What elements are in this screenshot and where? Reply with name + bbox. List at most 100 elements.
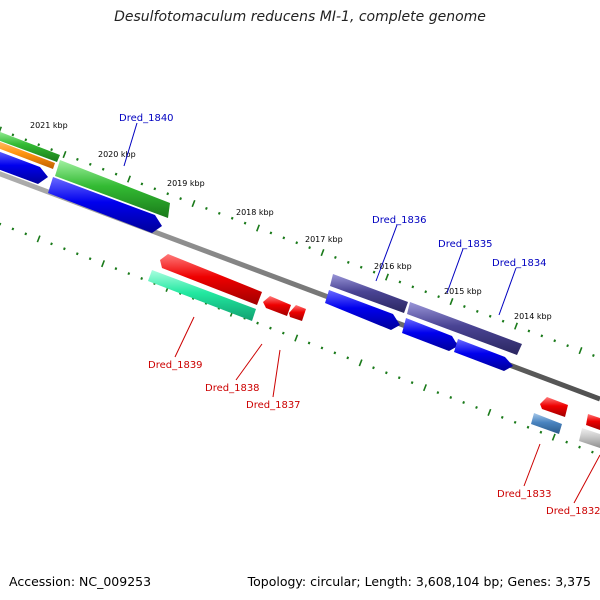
minor-tick bbox=[488, 314, 492, 318]
minor-tick bbox=[527, 329, 531, 333]
minor-tick bbox=[463, 304, 466, 308]
major-tick bbox=[127, 175, 131, 183]
gene-dred-1832-red[interactable] bbox=[586, 414, 600, 430]
gene-dred-1833[interactable] bbox=[531, 413, 562, 434]
minor-tick bbox=[256, 321, 259, 325]
gene-green-partial[interactable] bbox=[0, 130, 60, 162]
minor-tick bbox=[101, 167, 105, 171]
minor-tick bbox=[592, 354, 595, 357]
kbp-label: 2017 kbp bbox=[305, 235, 343, 244]
gene-dred-1833-red[interactable] bbox=[540, 397, 568, 417]
major-tick bbox=[578, 347, 583, 355]
minor-tick bbox=[500, 415, 504, 419]
minor-tick bbox=[217, 211, 221, 215]
minor-tick bbox=[372, 270, 376, 274]
minor-tick bbox=[281, 331, 285, 335]
minor-tick bbox=[449, 396, 453, 400]
minor-tick bbox=[140, 182, 144, 186]
minor-tick bbox=[501, 319, 505, 323]
minor-tick bbox=[269, 326, 272, 330]
minor-tick bbox=[475, 309, 479, 313]
major-tick bbox=[101, 260, 106, 268]
minor-tick bbox=[346, 260, 350, 264]
kbp-label: 2014 kbp bbox=[514, 312, 552, 321]
kbp-label: 2016 kbp bbox=[374, 262, 412, 271]
minor-tick bbox=[437, 295, 440, 299]
major-tick bbox=[487, 408, 492, 416]
minor-tick bbox=[37, 143, 41, 147]
major-tick bbox=[422, 384, 427, 392]
major-tick bbox=[514, 322, 518, 330]
gene-label-plus[interactable]: Dred_1835 bbox=[438, 239, 493, 250]
minor-tick bbox=[372, 366, 375, 370]
major-tick bbox=[191, 199, 196, 208]
minus-leader-lines bbox=[174, 316, 600, 504]
gene-dred-1834[interactable] bbox=[454, 339, 513, 371]
gene-label-plus[interactable]: Dred_1836 bbox=[372, 215, 427, 226]
minor-tick bbox=[540, 334, 544, 338]
minor-tick bbox=[397, 376, 401, 380]
kbp-label: 2015 kbp bbox=[444, 287, 482, 296]
minor-tick bbox=[320, 346, 324, 350]
gene-orange-partial[interactable] bbox=[0, 140, 55, 169]
gene-dred-1838[interactable] bbox=[263, 296, 291, 316]
minor-tick bbox=[50, 148, 53, 152]
minor-tick bbox=[513, 420, 517, 424]
gene-dred-1832[interactable] bbox=[579, 428, 600, 448]
minor-tick bbox=[76, 157, 79, 161]
minor-tick bbox=[205, 206, 208, 210]
gene-label-plus[interactable]: Dred_1834 bbox=[492, 258, 547, 269]
kbp-label: 2020 kbp bbox=[98, 150, 136, 159]
kbp-label: 2019 kbp bbox=[167, 179, 205, 188]
major-tick bbox=[385, 273, 389, 281]
kbp-label: 2021 kbp bbox=[30, 121, 68, 130]
minor-tick bbox=[269, 231, 273, 235]
outer-tick-row bbox=[0, 126, 595, 357]
map-title: Desulfotomaculum reducens MI-1, complete… bbox=[114, 9, 486, 25]
gene-dred-1840[interactable] bbox=[55, 160, 170, 218]
minor-tick bbox=[295, 241, 299, 245]
minor-tick bbox=[346, 356, 350, 360]
gene-label-minus[interactable]: Dred_1833 bbox=[497, 489, 552, 500]
minor-tick bbox=[243, 221, 247, 225]
minor-tick bbox=[411, 285, 415, 289]
gene-blue-1836-region[interactable] bbox=[325, 290, 400, 330]
major-tick bbox=[551, 433, 556, 441]
gene-label-minus[interactable]: Dred_1839 bbox=[148, 360, 203, 371]
major-tick bbox=[36, 235, 41, 243]
minor-tick bbox=[526, 425, 530, 429]
minor-tick bbox=[24, 138, 28, 142]
gene-dred-1836[interactable] bbox=[330, 274, 408, 313]
gene-label-minus[interactable]: Dred_1838 bbox=[205, 383, 260, 394]
minor-tick bbox=[88, 257, 92, 261]
topology-text: Topology: circular; Length: 3,608,104 bp… bbox=[247, 574, 591, 589]
gene-dred-1835[interactable] bbox=[407, 302, 522, 355]
minor-tick bbox=[475, 405, 478, 409]
minor-tick bbox=[166, 192, 170, 196]
minor-tick bbox=[11, 227, 15, 231]
minor-tick bbox=[398, 280, 402, 284]
gene-dred-1837[interactable] bbox=[289, 305, 306, 321]
gene-dred-1839[interactable] bbox=[148, 270, 256, 321]
minor-tick bbox=[436, 391, 440, 395]
minor-tick bbox=[384, 371, 388, 375]
gene-dred-1839-red[interactable] bbox=[160, 254, 262, 305]
minor-tick bbox=[410, 381, 414, 385]
gene-label-plus[interactable]: Dred_1840 bbox=[119, 113, 174, 124]
gene-blue-1840-region[interactable] bbox=[48, 177, 162, 233]
gene-blue-partial[interactable] bbox=[0, 150, 48, 184]
minor-tick bbox=[179, 197, 182, 201]
major-tick bbox=[294, 334, 299, 342]
minor-tick bbox=[63, 247, 66, 251]
minor-tick bbox=[462, 401, 465, 404]
major-tick bbox=[0, 126, 2, 133]
major-tick bbox=[62, 150, 67, 159]
minor-tick bbox=[307, 341, 311, 345]
minor-tick bbox=[308, 246, 311, 250]
minor-tick bbox=[24, 232, 28, 236]
gene-label-minus[interactable]: Dred_1832 bbox=[546, 506, 600, 517]
gene-blue-1835-region[interactable] bbox=[402, 318, 458, 351]
kbp-ruler: 2021 kbp 2020 kbp 2019 kbp 2018 kbp 2017… bbox=[30, 121, 552, 321]
gene-label-minus[interactable]: Dred_1837 bbox=[246, 400, 301, 411]
major-tick bbox=[256, 224, 260, 232]
